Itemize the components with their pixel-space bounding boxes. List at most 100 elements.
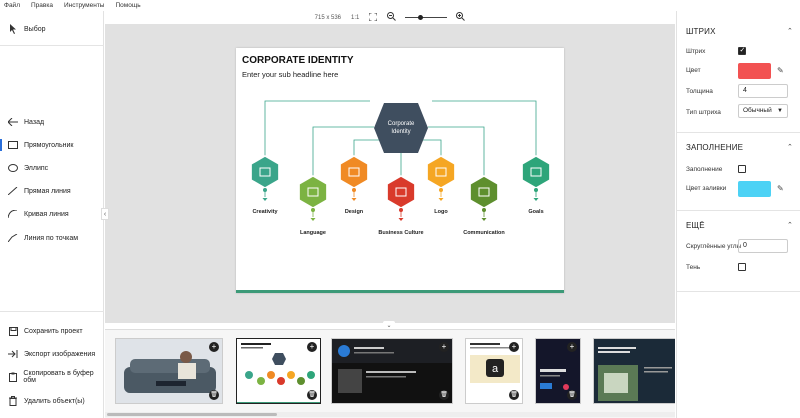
zoom-out-icon[interactable] <box>387 12 397 23</box>
node-arrow <box>351 198 357 201</box>
node-dot <box>311 208 315 212</box>
save-icon <box>7 326 19 336</box>
diagram-svg: Corporate Identity CreativityLanguageDes… <box>250 100 551 236</box>
fill-collapse-chevron-icon[interactable]: ⌃ <box>787 144 793 151</box>
stroke-section-title: ШТРИХ <box>686 27 716 36</box>
menu-help[interactable]: Помощь <box>115 2 141 9</box>
right-divider <box>677 132 800 133</box>
copy-clipboard-button[interactable]: Скопировать в буфер обм <box>0 369 104 385</box>
curve-icon <box>7 209 19 219</box>
rectangle-icon <box>7 140 19 150</box>
node-arrow <box>481 218 487 221</box>
stroke-color-swatch[interactable] <box>738 63 771 79</box>
right-divider-3 <box>677 291 800 292</box>
menu-bar: Файл Правка Инструменты Помощь <box>0 0 800 11</box>
tool-polyline-label: Линия по точкам <box>24 234 79 242</box>
delete-objects-button[interactable]: Удалить объект(ы) <box>0 393 104 409</box>
tool-polyline[interactable]: Линия по точкам <box>0 230 104 246</box>
svg-text:a: a <box>492 363 499 375</box>
zoom-in-icon[interactable] <box>456 12 466 23</box>
export-icon <box>7 349 19 359</box>
line-icon <box>7 186 19 196</box>
stroke-width-label: Толщина <box>686 88 713 95</box>
delete-thumbnail-icon[interactable]: 🗑 <box>209 390 219 400</box>
node-dot <box>399 208 403 212</box>
thumbnail-sofa-photo[interactable]: + 🗑 <box>115 338 223 404</box>
add-thumbnail-icon[interactable]: + <box>209 342 219 352</box>
fill-color-swatch[interactable] <box>738 181 771 197</box>
thumbnail-dark-profile[interactable]: + 🗑 <box>331 338 453 404</box>
thumbnail-amazon-post[interactable]: a + 🗑 <box>465 338 523 404</box>
tool-rectangle[interactable]: Прямоугольник <box>0 137 104 153</box>
thumbnail-strip: + 🗑 + 🗑 + <box>105 329 675 418</box>
delete-objects-label: Удалить объект(ы) <box>24 397 85 405</box>
ellipse-icon <box>7 163 19 173</box>
delete-thumbnail-icon[interactable]: 🗑 <box>439 390 449 400</box>
stroke-type-select[interactable]: Обычный ▼ <box>738 104 788 118</box>
tool-ellipse[interactable]: Эллипс <box>0 160 104 176</box>
slide-title: CORPORATE IDENTITY <box>242 55 354 66</box>
slide-bottom-bar <box>236 290 564 293</box>
stroke-color-pencil-icon[interactable]: ✎ <box>777 66 784 75</box>
menu-edit[interactable]: Правка <box>30 2 53 9</box>
tool-rectangle-label: Прямоугольник <box>24 141 74 149</box>
tool-select-label: Выбор <box>24 25 46 33</box>
corner-radius-input[interactable]: 0 <box>738 239 788 253</box>
zoom-slider[interactable] <box>405 15 448 20</box>
properties-panel: ШТРИХ ⌃ Штрих Цвет ✎ Толщина 4 Тип штрих… <box>676 11 800 418</box>
right-divider-2 <box>677 210 800 211</box>
stroke-toggle-label: Штрих <box>686 48 706 55</box>
more-collapse-chevron-icon[interactable]: ⌃ <box>787 222 793 229</box>
add-thumbnail-icon[interactable]: + <box>307 342 317 352</box>
node-label: Communication <box>463 230 505 236</box>
delete-thumbnail-icon[interactable]: 🗑 <box>509 390 519 400</box>
stroke-checkbox[interactable] <box>738 46 746 55</box>
tool-line[interactable]: Прямая линия <box>0 183 104 199</box>
collapse-left-panel-button[interactable]: ‹ <box>101 208 109 220</box>
add-thumbnail-icon[interactable]: + <box>567 342 577 352</box>
node-dot <box>482 208 486 212</box>
stroke-collapse-chevron-icon[interactable]: ⌃ <box>787 28 793 35</box>
tool-curve[interactable]: Кривая линия <box>0 206 104 222</box>
save-project-label: Сохранить проект <box>24 327 83 335</box>
stroke-type-value: Обычный <box>743 107 772 114</box>
thumbnail-sustainable-banner[interactable] <box>593 338 675 404</box>
thumbnail-corporate-identity[interactable]: + 🗑 <box>236 338 321 404</box>
actual-size-button[interactable]: 1:1 <box>351 14 360 21</box>
node-inner-icon <box>478 187 490 197</box>
delete-thumbnail-icon[interactable]: 🗑 <box>567 390 577 400</box>
tool-back[interactable]: Назад <box>0 114 104 130</box>
shadow-checkbox[interactable] <box>738 263 746 271</box>
export-image-button[interactable]: Экспорт изображения <box>0 346 104 362</box>
expand-filmstrip-button[interactable]: ⌄ <box>383 321 395 329</box>
connector-lines <box>264 100 537 178</box>
add-thumbnail-icon[interactable]: + <box>439 342 449 352</box>
node-hexagon <box>521 155 551 189</box>
fill-checkbox[interactable] <box>738 165 746 173</box>
fit-screen-icon[interactable] <box>368 12 378 23</box>
node-label: Design <box>345 209 364 215</box>
menu-file[interactable]: Файл <box>4 2 20 9</box>
slide-subtitle: Enter your sub headline here <box>242 70 339 79</box>
node-inner-icon <box>530 167 542 177</box>
node-inner-icon <box>395 187 407 197</box>
node-label: Business Culture <box>378 230 423 236</box>
thumbnail-dark-instagram[interactable]: + 🗑 <box>535 338 581 404</box>
filmstrip-scroll-thumb[interactable] <box>107 413 277 416</box>
delete-thumbnail-icon[interactable]: 🗑 <box>307 390 317 400</box>
tool-select[interactable]: Выбор <box>0 21 104 37</box>
menu-tools[interactable]: Инструменты <box>63 2 105 9</box>
stroke-width-input[interactable]: 4 <box>738 84 788 98</box>
fill-color-pencil-icon[interactable]: ✎ <box>777 184 784 193</box>
filmstrip-scrollbar[interactable] <box>105 412 675 417</box>
add-thumbnail-icon[interactable]: + <box>509 342 519 352</box>
node-label: Language <box>300 230 326 236</box>
left-divider <box>0 45 104 46</box>
zoom-slider-knob[interactable] <box>418 15 424 20</box>
tool-ellipse-label: Эллипс <box>24 164 49 172</box>
canvas-size-text: 715 x 536 <box>314 14 341 21</box>
center-label-line2: Identity <box>391 129 410 135</box>
save-project-button[interactable]: Сохранить проект <box>0 323 104 339</box>
